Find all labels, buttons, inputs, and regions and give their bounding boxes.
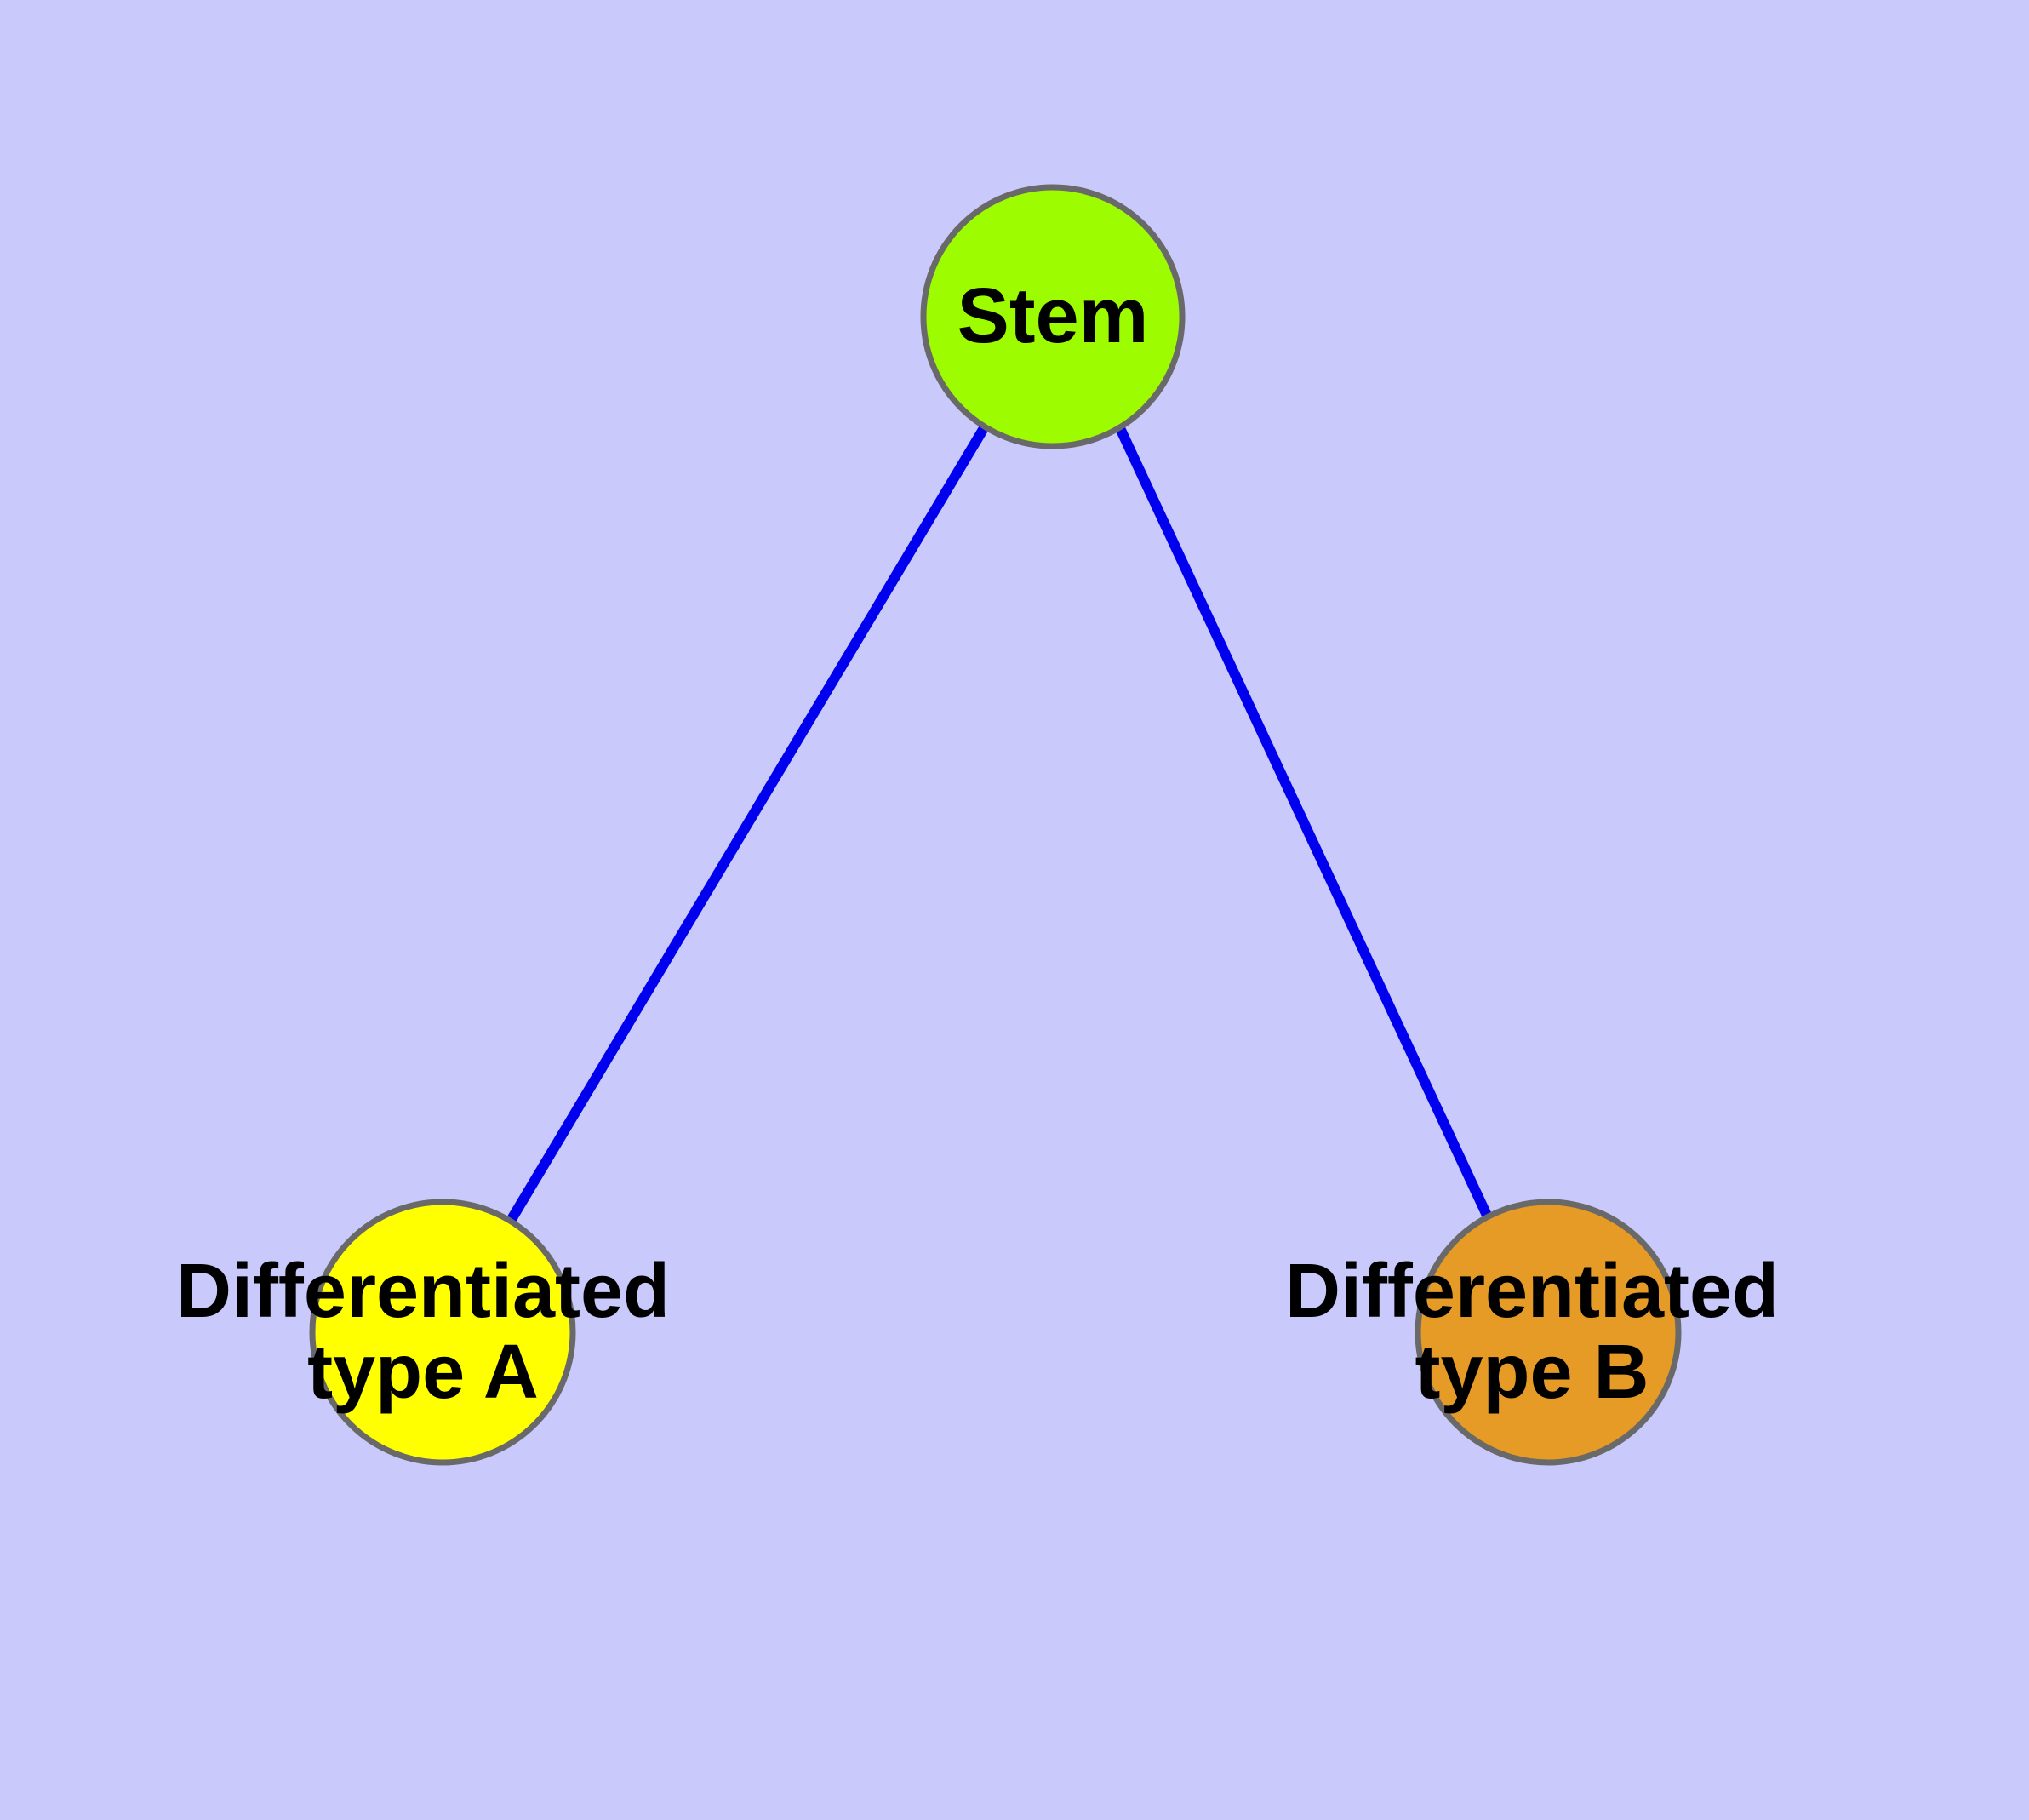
edge-stem-to-differentiated-type-b[interactable] [1115,426,1495,1223]
node-stem[interactable] [920,184,1186,449]
node-differentiated-type-a[interactable] [309,1199,576,1466]
node-layer [309,184,1682,1466]
node-differentiated-type-b[interactable] [1415,1199,1682,1466]
edge-stem-to-differentiated-type-a[interactable] [506,425,989,1224]
edge-layer [506,425,1495,1224]
